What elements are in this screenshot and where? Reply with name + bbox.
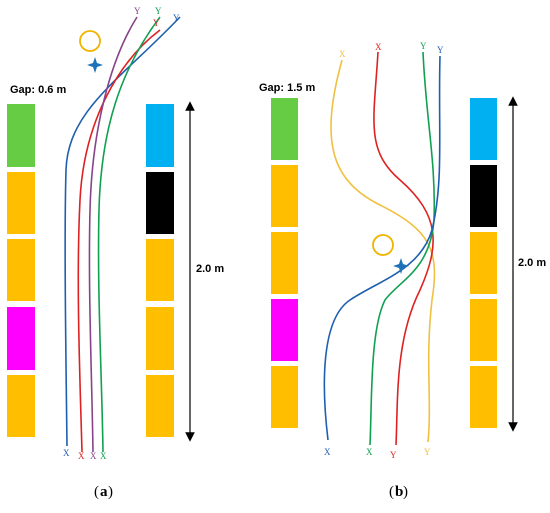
end-labels-b: X X Y Y X X Y Y [324, 41, 444, 460]
trajectories-b [323, 51, 441, 446]
gap-label-a: Gap: 0.6 m [10, 84, 66, 96]
bottom-label-b-1: X [324, 447, 331, 457]
caption-b: ( b ) [389, 484, 408, 500]
end-label-a-4: Y [173, 13, 180, 23]
star-marker-b [393, 258, 409, 274]
right-block-column-b [470, 98, 497, 428]
caption-b-letter: b [395, 484, 403, 500]
block-cyan-a [146, 104, 174, 167]
start-label-a-2: X [78, 451, 85, 461]
block-yellow-b-3 [271, 366, 298, 428]
caption-b-close: ) [403, 484, 408, 500]
block-yellow-b-2 [271, 232, 298, 294]
trajectory-a-red [77, 29, 161, 453]
block-black-b [470, 165, 497, 227]
top-label-b-4: Y [437, 45, 444, 55]
end-label-a-2: Y [155, 6, 162, 16]
goal-circle-b [372, 234, 394, 256]
start-label-a-3: X [90, 451, 97, 461]
block-black-a [146, 172, 174, 234]
block-yellow-a-1 [7, 172, 35, 234]
caption-b-open: ( [389, 484, 394, 500]
left-block-column-a [7, 104, 35, 437]
block-magenta-b [271, 299, 298, 361]
trajectory-b-yellow [330, 59, 436, 443]
panel-b: Gap: 1.5 m 2.0 m X [259, 41, 546, 500]
block-yellow-a-5 [146, 307, 174, 370]
block-magenta-a [7, 307, 35, 370]
block-yellow-b-4 [470, 232, 497, 294]
block-green-b [271, 98, 298, 160]
block-yellow-b-1 [271, 165, 298, 227]
goal-circle-a [79, 30, 101, 52]
trajectory-a-green [97, 16, 161, 453]
trajectory-b-blue [323, 55, 441, 441]
block-yellow-a-2 [7, 239, 35, 301]
left-block-column-b [271, 98, 298, 428]
panel-a: Gap: 0.6 m 2.0 m [7, 6, 224, 500]
caption-a: ( a ) [94, 484, 113, 500]
block-yellow-a-6 [146, 375, 174, 437]
star-marker-a [87, 57, 103, 73]
trajectory-a-blue [64, 16, 181, 447]
dimension-label-a: 2.0 m [196, 263, 224, 275]
block-yellow-a-3 [7, 375, 35, 437]
dimension-label-b: 2.0 m [518, 257, 546, 269]
end-label-a-1: Y [134, 6, 141, 16]
caption-a-close: ) [108, 484, 113, 500]
caption-a-letter: a [100, 484, 108, 500]
caption-a-open: ( [94, 484, 99, 500]
end-label-a-3: Y [153, 18, 160, 28]
end-labels-a: X X X X Y Y Y Y [63, 6, 180, 461]
block-cyan-b [470, 98, 497, 160]
block-yellow-a-4 [146, 239, 174, 301]
right-block-column-a [146, 104, 174, 437]
start-label-a-4: X [100, 451, 107, 461]
trajectories-a [64, 16, 181, 453]
bottom-label-b-3: Y [390, 450, 397, 460]
block-yellow-b-5 [470, 299, 497, 361]
trajectory-b-green [369, 51, 436, 446]
block-yellow-b-6 [470, 366, 497, 428]
trajectory-a-purple [88, 16, 138, 453]
top-label-b-2: X [375, 42, 382, 52]
top-label-b-1: X [339, 49, 346, 59]
trajectory-b-red [373, 51, 434, 446]
bottom-label-b-4: Y [424, 447, 431, 457]
bottom-label-b-2: X [366, 447, 373, 457]
top-label-b-3: Y [420, 41, 427, 51]
block-green-a [7, 104, 35, 167]
gap-label-b: Gap: 1.5 m [259, 82, 315, 94]
start-label-a-1: X [63, 448, 70, 458]
